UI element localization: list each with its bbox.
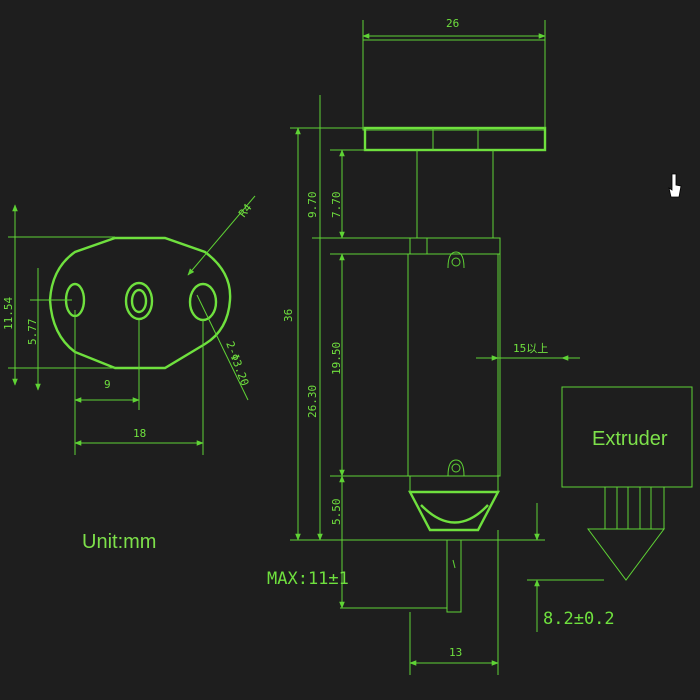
max-label: MAX:11±1 — [267, 569, 349, 589]
extruder-label: Extruder — [592, 428, 668, 450]
unit-label: Unit:mm — [82, 531, 156, 553]
nozzle-tip — [446, 539, 462, 613]
label-970: 9.70 — [306, 192, 319, 219]
hand-cursor-icon — [668, 173, 682, 198]
label-770: 7.70 — [330, 192, 343, 219]
extruder-nozzle — [587, 528, 665, 581]
label-1950: 19.50 — [330, 342, 343, 375]
label-2630: 26.30 — [306, 385, 319, 418]
label-top-width: 26 — [446, 17, 459, 30]
hole-center-inner — [130, 288, 148, 314]
label-height-total: 36 — [282, 309, 295, 322]
label-plate-span: 18 — [133, 427, 146, 440]
top-flange — [363, 126, 547, 152]
leader-radius — [187, 195, 256, 276]
tol-label: 8.2±0.2 — [543, 609, 615, 629]
leader-hole-dia — [196, 294, 249, 401]
heat-block — [407, 253, 501, 477]
hole-right — [188, 282, 218, 322]
nozzle — [408, 490, 500, 532]
side-view: 26 36 9.70 7.70 26.30 19.50 5.50 13 15以上… — [267, 17, 580, 675]
label-plate-height: 11.54 — [2, 297, 15, 330]
label-radius: R4 — [236, 201, 255, 220]
extruder-view: Extruder 8.2±0.2 — [527, 386, 693, 632]
label-note-15: 15以上 — [513, 342, 548, 355]
plate-outline — [48, 236, 232, 370]
label-hole-pitch: 9 — [104, 378, 111, 391]
label-hole-dia: 2-Φ3.20 — [223, 340, 251, 388]
label-bottom-width: 13 — [449, 646, 462, 659]
label-550: 5.50 — [330, 499, 343, 526]
mounting-plate-view: 11.54 5.77 9 18 R4 2-Φ3.20 — [2, 195, 256, 455]
hole-center-outer — [124, 281, 154, 321]
top-block — [362, 39, 546, 131]
label-plate-half: 5.77 — [26, 319, 39, 346]
extruder-heat-sink — [604, 486, 665, 530]
